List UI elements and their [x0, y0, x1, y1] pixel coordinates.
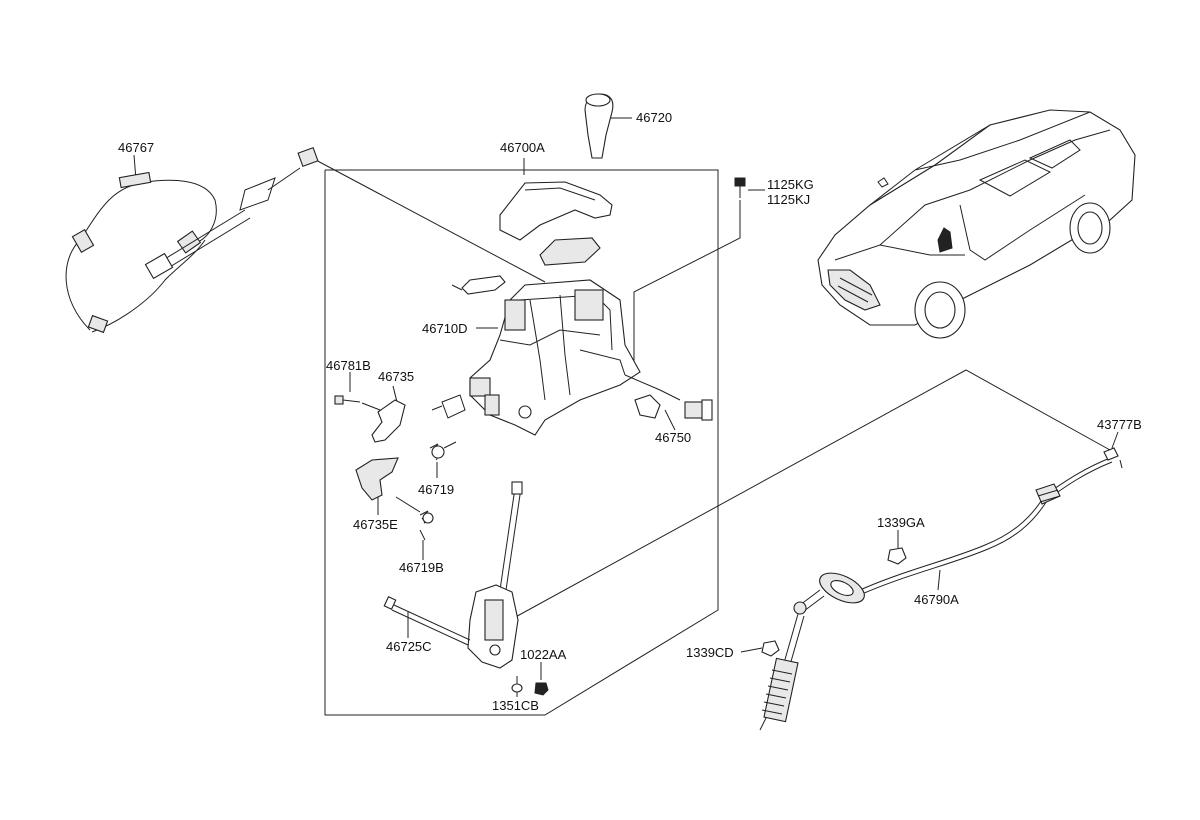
label-46781B: 46781B: [326, 358, 371, 373]
label-1125KG: 1125KG: [767, 177, 814, 192]
lower-lever: [383, 481, 549, 696]
part-labels: 46767 46700A 46720 1125KG 1125KJ 46710D …: [118, 110, 1142, 713]
knob-46720: [584, 93, 614, 159]
label-43777B: 43777B: [1097, 417, 1142, 432]
label-46790A: 46790A: [914, 592, 959, 607]
label-46719: 46719: [418, 482, 454, 497]
label-46725C: 46725C: [386, 639, 432, 654]
small-parts-left: [334, 395, 457, 541]
label-1351CB: 1351CB: [492, 698, 539, 713]
label-46750: 46750: [655, 430, 691, 445]
label-1339GA: 1339GA: [877, 515, 925, 530]
label-1125KJ: 1125KJ: [767, 192, 810, 207]
cable-46767: [65, 146, 319, 334]
label-46735: 46735: [378, 369, 414, 384]
label-46735E: 46735E: [353, 517, 398, 532]
label-1339CD: 1339CD: [686, 645, 734, 660]
label-46700A: 46700A: [500, 140, 545, 155]
connector-46750: [624, 374, 713, 421]
bolt-1125KG: [734, 177, 746, 198]
label-46719B: 46719B: [399, 560, 444, 575]
label-1022AA: 1022AA: [520, 647, 567, 662]
label-46710D: 46710D: [422, 321, 468, 336]
shifter-body-46710D: [431, 279, 641, 436]
cable-46790A: [759, 447, 1123, 731]
car-illustration: [817, 109, 1136, 339]
cover-parts: [451, 181, 613, 295]
label-46767: 46767: [118, 140, 154, 155]
assembly-frame: [324, 169, 719, 716]
label-46720: 46720: [636, 110, 672, 125]
